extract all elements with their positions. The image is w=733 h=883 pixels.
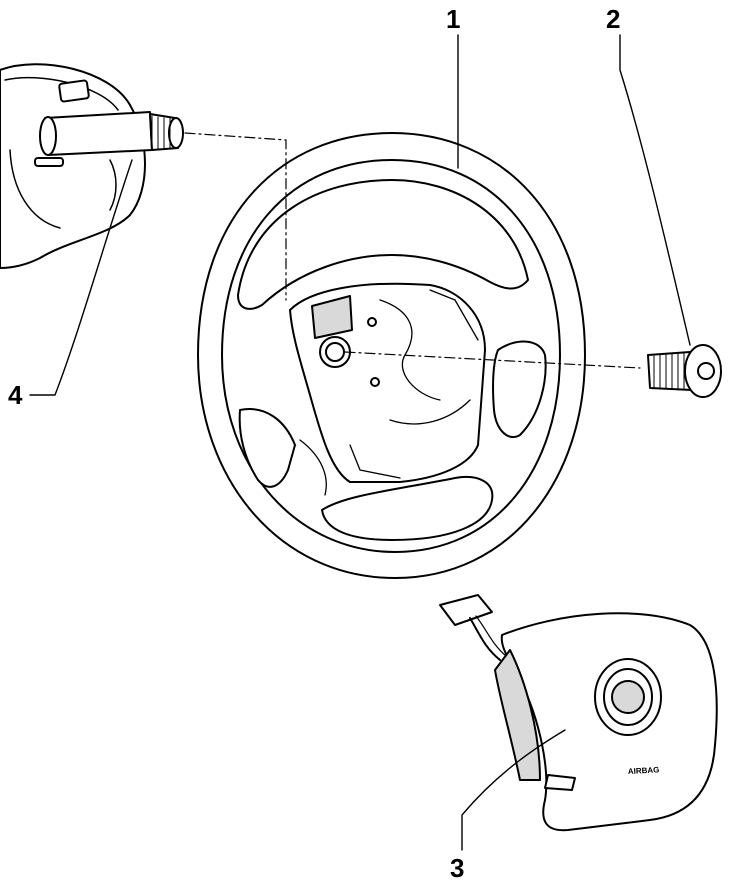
callout-bolt: 2 [606, 4, 621, 34]
callout-steering-wheel: 1 [446, 4, 461, 34]
leader-lines [29, 34, 691, 851]
steering-wheel [197, 132, 586, 579]
steering-column [0, 63, 184, 269]
callout-airbag-unit: 3 [450, 853, 465, 883]
airbag-text: AIRBAG [628, 765, 660, 776]
callout-steering-column: 4 [8, 380, 23, 410]
bolt [647, 344, 722, 398]
airbag-unit [439, 594, 718, 832]
axis-lines [184, 132, 641, 369]
